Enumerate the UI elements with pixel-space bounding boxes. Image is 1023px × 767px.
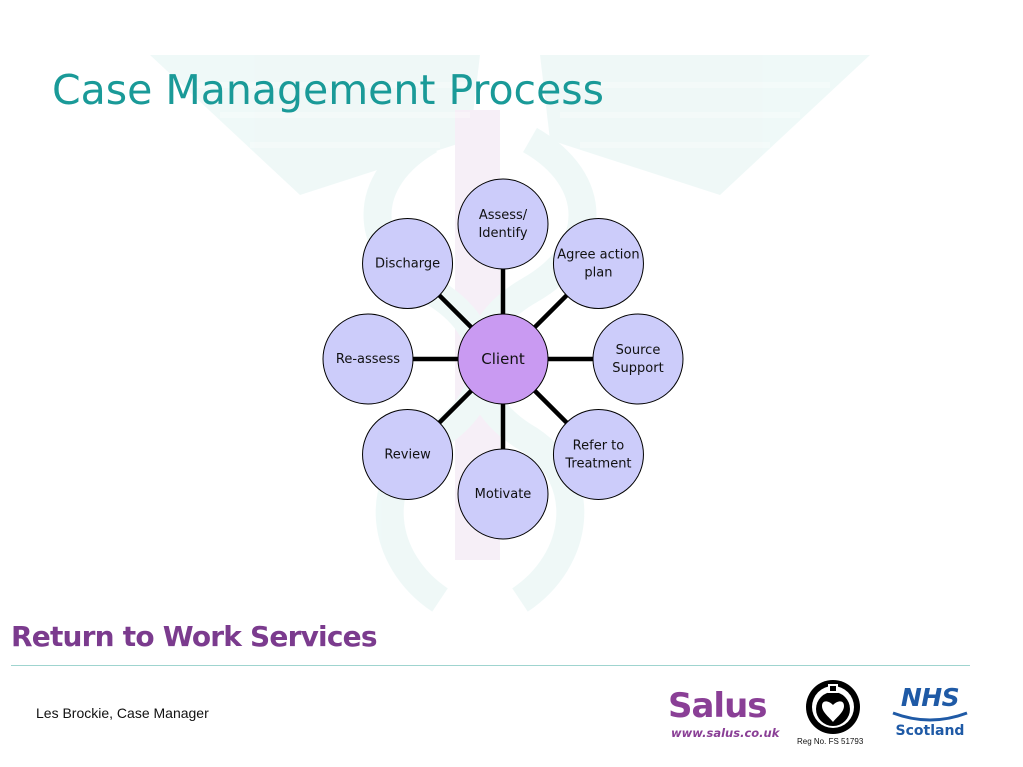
node-label-agree: Agree action xyxy=(557,248,639,263)
bsi-reg-number: Reg No. FS 51793 xyxy=(797,737,864,746)
node-circle-discharge xyxy=(362,218,454,310)
banner-heading: Return to Work Services xyxy=(11,620,378,653)
node-circle-refer xyxy=(552,408,644,500)
page-title: Case Management Process xyxy=(52,66,605,114)
node-circle-source xyxy=(592,313,684,405)
footer-divider xyxy=(11,665,970,666)
nhs-region: Scotland xyxy=(895,723,965,739)
node-motivate: Motivate xyxy=(457,448,549,540)
node-label-refer: Refer to xyxy=(573,438,625,453)
node-circle-review xyxy=(362,408,454,500)
node-label-assess: Assess/ xyxy=(479,208,528,223)
salus-wordmark: Salus xyxy=(668,686,768,726)
node-label-reassess: Re-assess xyxy=(336,352,400,367)
node-review: Review xyxy=(362,408,454,500)
author-name: Les Brockie, Case Manager xyxy=(36,705,209,721)
node-label-source: Source xyxy=(616,343,661,358)
node-circle-assess xyxy=(457,178,549,270)
salus-url: www.salus.co.uk xyxy=(671,726,780,740)
nhs-scotland-logo: NHS Scotland xyxy=(889,683,971,743)
node-label-agree: plan xyxy=(584,266,612,281)
node-label-assess: Identify xyxy=(478,226,527,241)
bsi-registered-logo xyxy=(806,680,860,734)
node-circle-motivate xyxy=(457,448,549,540)
node-label-discharge: Discharge xyxy=(375,257,440,272)
nhs-swoosh-icon xyxy=(892,711,968,722)
node-discharge: Discharge xyxy=(362,218,454,310)
node-circle-reassess xyxy=(322,313,414,405)
salus-logo: Salus www.salus.co.uk xyxy=(668,682,780,744)
node-agree: Agree action plan xyxy=(552,218,644,310)
node-label-review: Review xyxy=(384,447,431,462)
node-label-source: Support xyxy=(612,361,663,376)
node-reassess: Re-assess xyxy=(322,313,414,405)
node-label-refer: Treatment xyxy=(564,456,631,471)
node-label-motivate: Motivate xyxy=(475,487,532,502)
node-circle-agree xyxy=(552,218,644,310)
nhs-mark: NHS xyxy=(900,683,960,712)
node-refer: Refer to Treatment xyxy=(552,408,644,500)
center-circle xyxy=(457,313,549,405)
center-label: Client xyxy=(481,350,525,368)
node-assess: Assess/Identify xyxy=(457,178,549,270)
node-center-client: Client xyxy=(457,313,549,405)
